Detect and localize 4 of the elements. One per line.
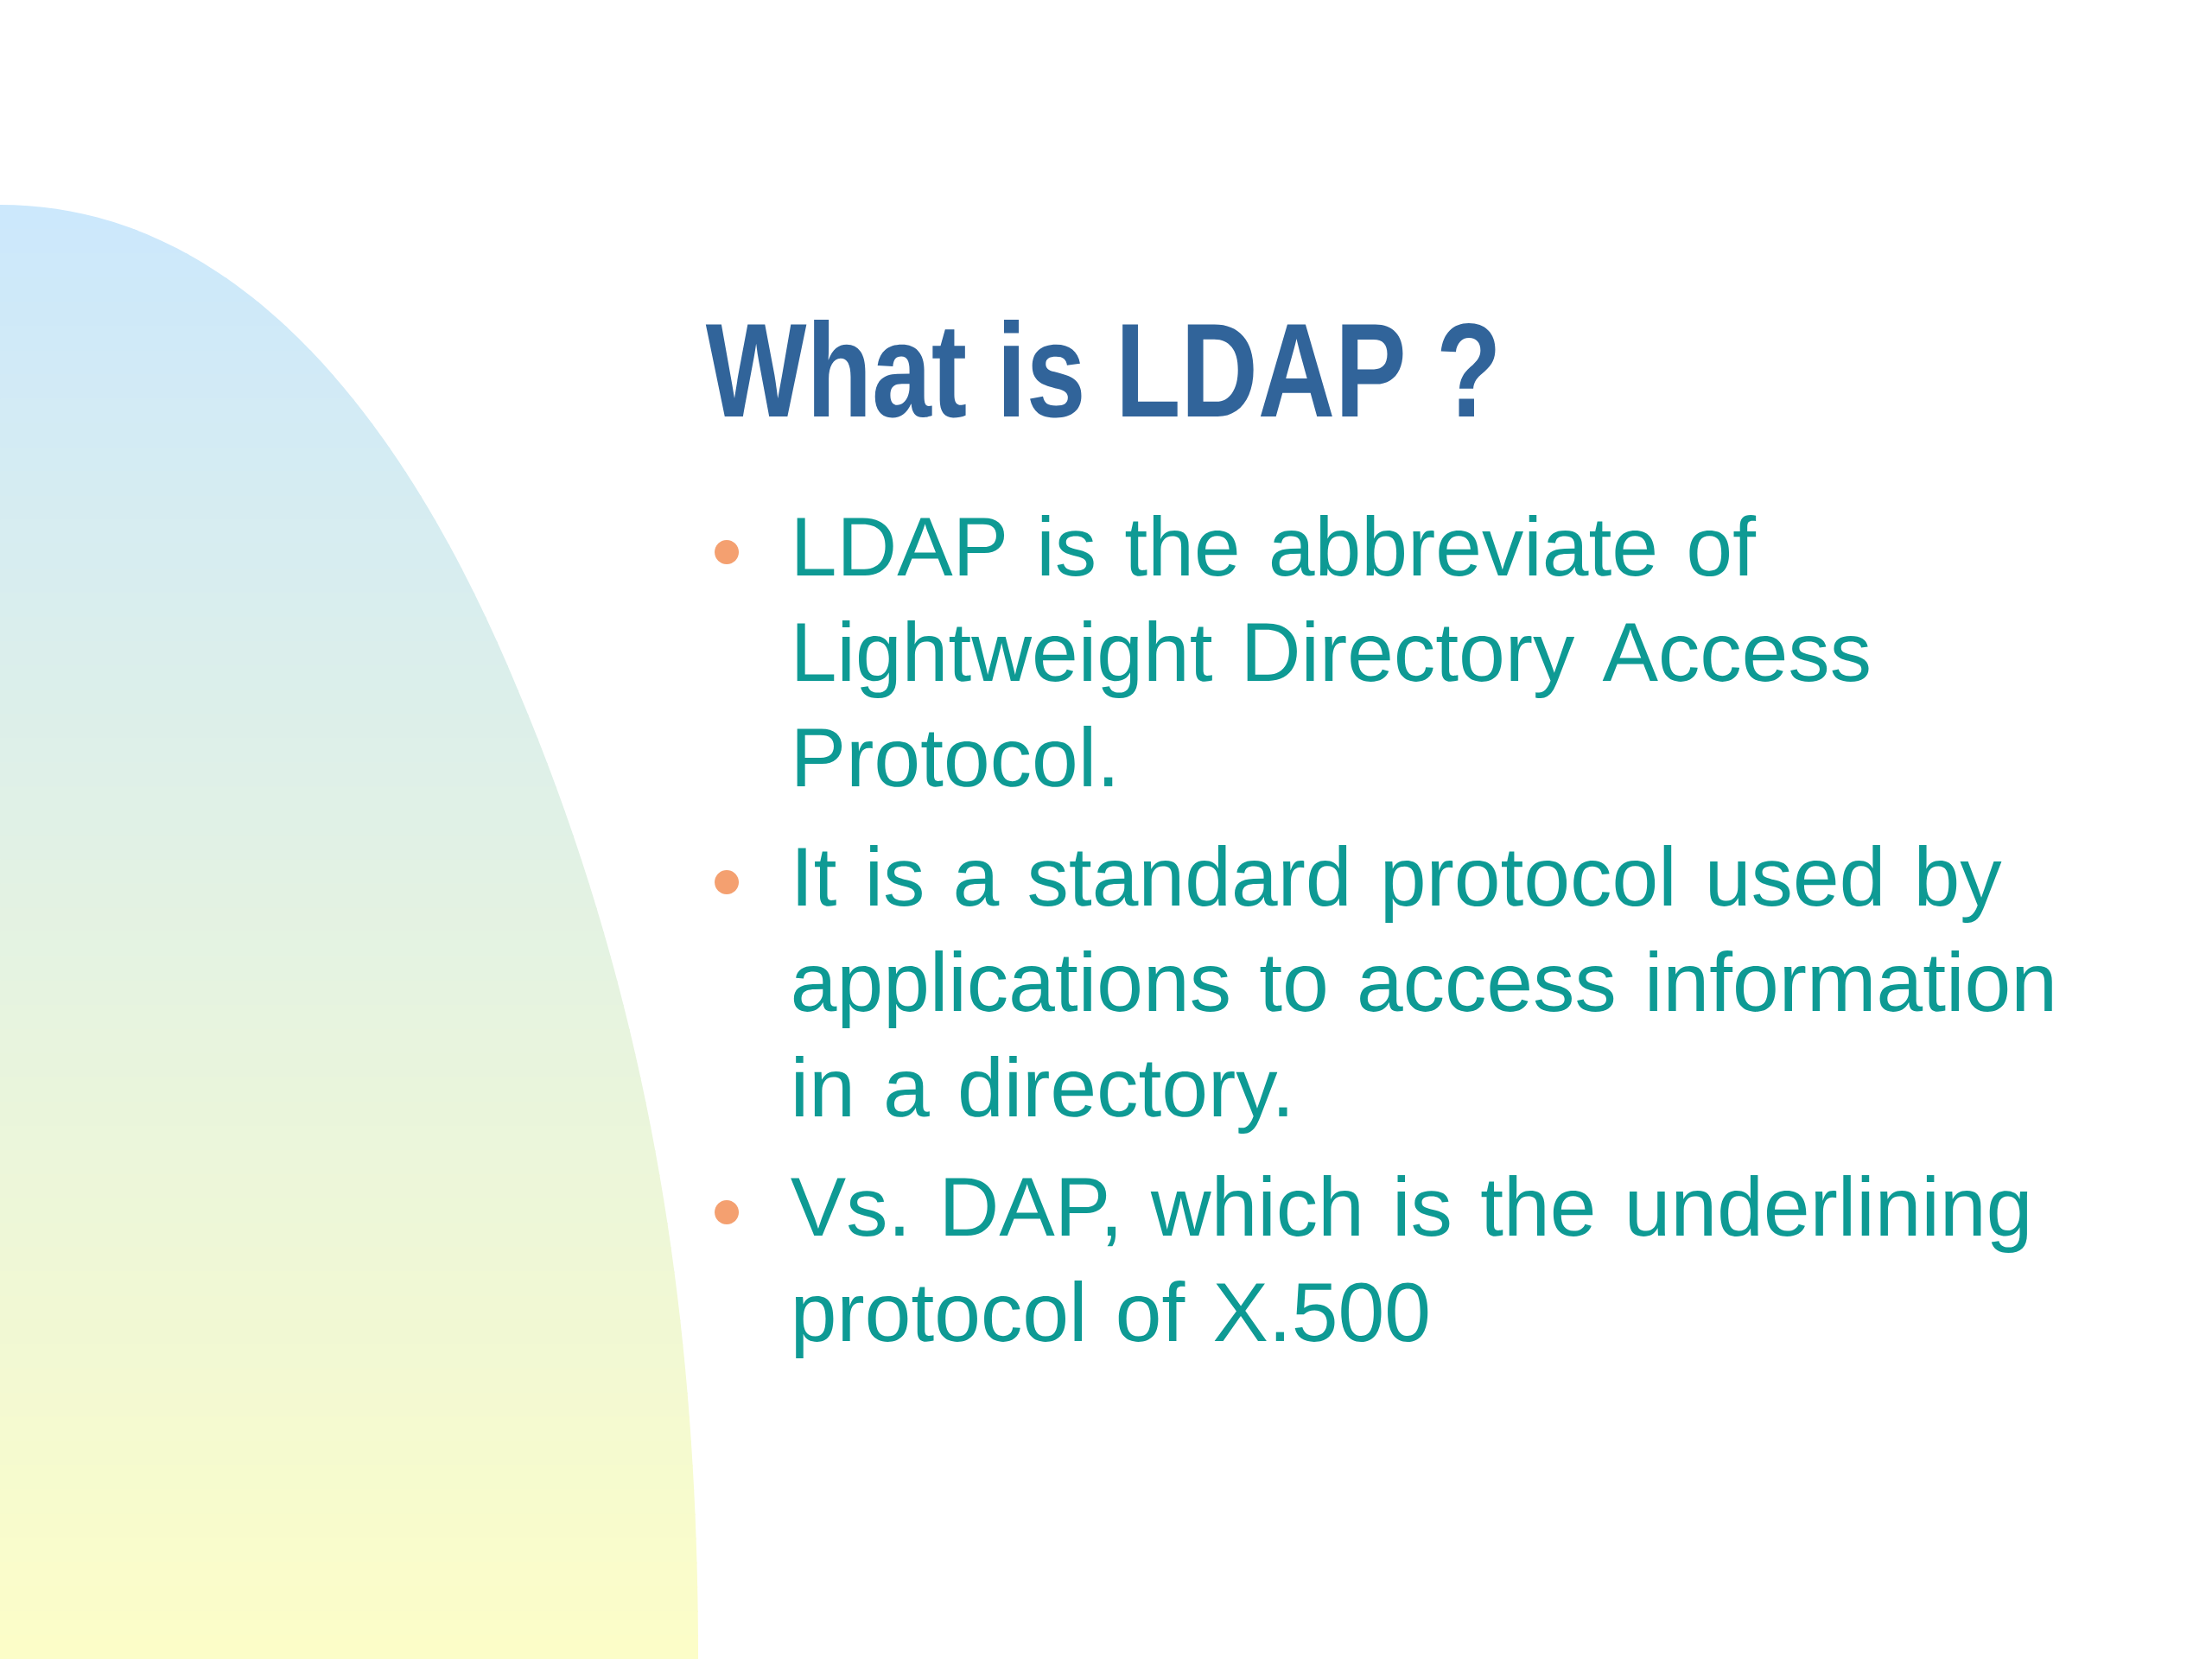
bullet-text: It is a standard protocol used by applications to access information in a directory. (793, 845, 2052, 1134)
bullet-text: Vs. DAP, which is the underlining protocol of X.500 (791, 1175, 2028, 1358)
bullet-text: LDAP is the abbreviate of Lightweight Directory Access Protocol. (797, 515, 1869, 787)
slide-title: What is LDAP ? (705, 319, 1496, 418)
